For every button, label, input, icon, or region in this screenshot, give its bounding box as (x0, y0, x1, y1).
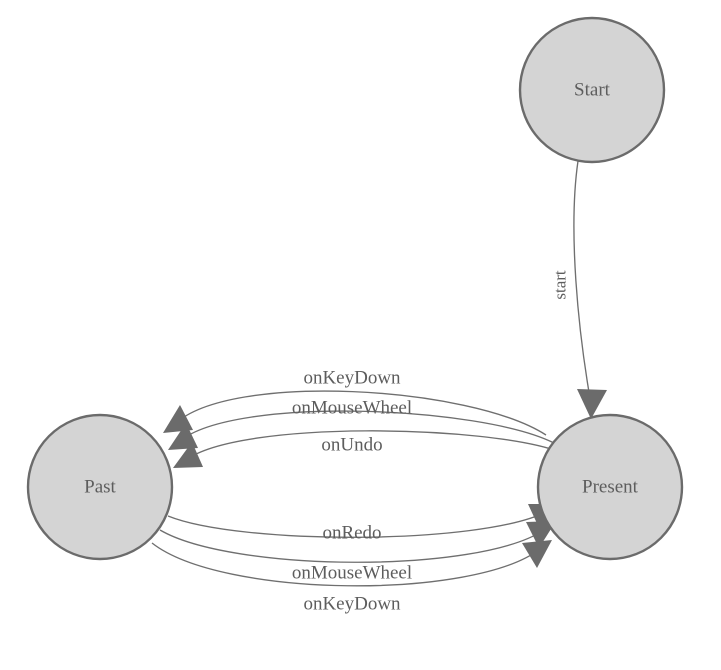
edge-present-to-past-onundo[interactable] (173, 430, 561, 468)
node-start-circle (518, 16, 666, 164)
edge-label-start: start (551, 270, 570, 300)
node-present[interactable]: Present (536, 413, 684, 561)
edge-present-to-past-onkeydown-path (174, 390, 547, 436)
edge-past-to-present-onkeydown[interactable] (151, 540, 552, 587)
node-present-circle (536, 413, 684, 561)
node-start-label: Start (574, 80, 611, 101)
edge-group (151, 160, 607, 587)
edge-past-to-present-onmousewheel-path (159, 529, 545, 563)
node-present-label: Present (582, 477, 639, 498)
edge-present-to-past-onundo-path (185, 430, 561, 461)
edge-past-to-present-onmousewheel-arrowhead (526, 521, 556, 548)
edge-present-to-past-onmousewheel-arrowhead (168, 423, 198, 450)
edge-label-past-to-present-onmousewheel: onMouseWheel (292, 563, 412, 584)
edge-start-to-present-path (573, 160, 592, 405)
node-start[interactable]: Start (518, 16, 666, 164)
edge-past-to-present-onkeydown-path (151, 542, 541, 587)
edge-label-past-to-present-onredo: onRedo (322, 523, 381, 544)
edge-label-present-to-past-onkeydown: onKeyDown (303, 368, 401, 389)
edge-present-to-past-onmousewheel-path (179, 410, 555, 444)
node-past[interactable]: Past (26, 413, 174, 561)
edge-label-present-to-past-onmousewheel: onMouseWheel (292, 398, 412, 419)
edge-past-to-present-onkeydown-arrowhead (522, 540, 552, 568)
edge-present-to-past-onmousewheel[interactable] (168, 410, 555, 450)
edge-label-past-to-present-onkeydown: onKeyDown (303, 594, 401, 615)
edge-label-group: start onKeyDown onMouseWheel onUndo onRe… (292, 270, 570, 614)
edge-label-present-to-past-onundo: onUndo (321, 435, 382, 456)
edge-past-to-present-onredo-path (167, 511, 547, 538)
node-past-label: Past (84, 477, 116, 498)
edge-start-to-present-arrowhead (577, 389, 607, 419)
edge-start-to-present[interactable] (573, 160, 607, 419)
edge-past-to-present-onmousewheel[interactable] (159, 521, 556, 563)
node-past-circle (26, 413, 174, 561)
edge-present-to-past-onundo-arrowhead (173, 442, 203, 468)
